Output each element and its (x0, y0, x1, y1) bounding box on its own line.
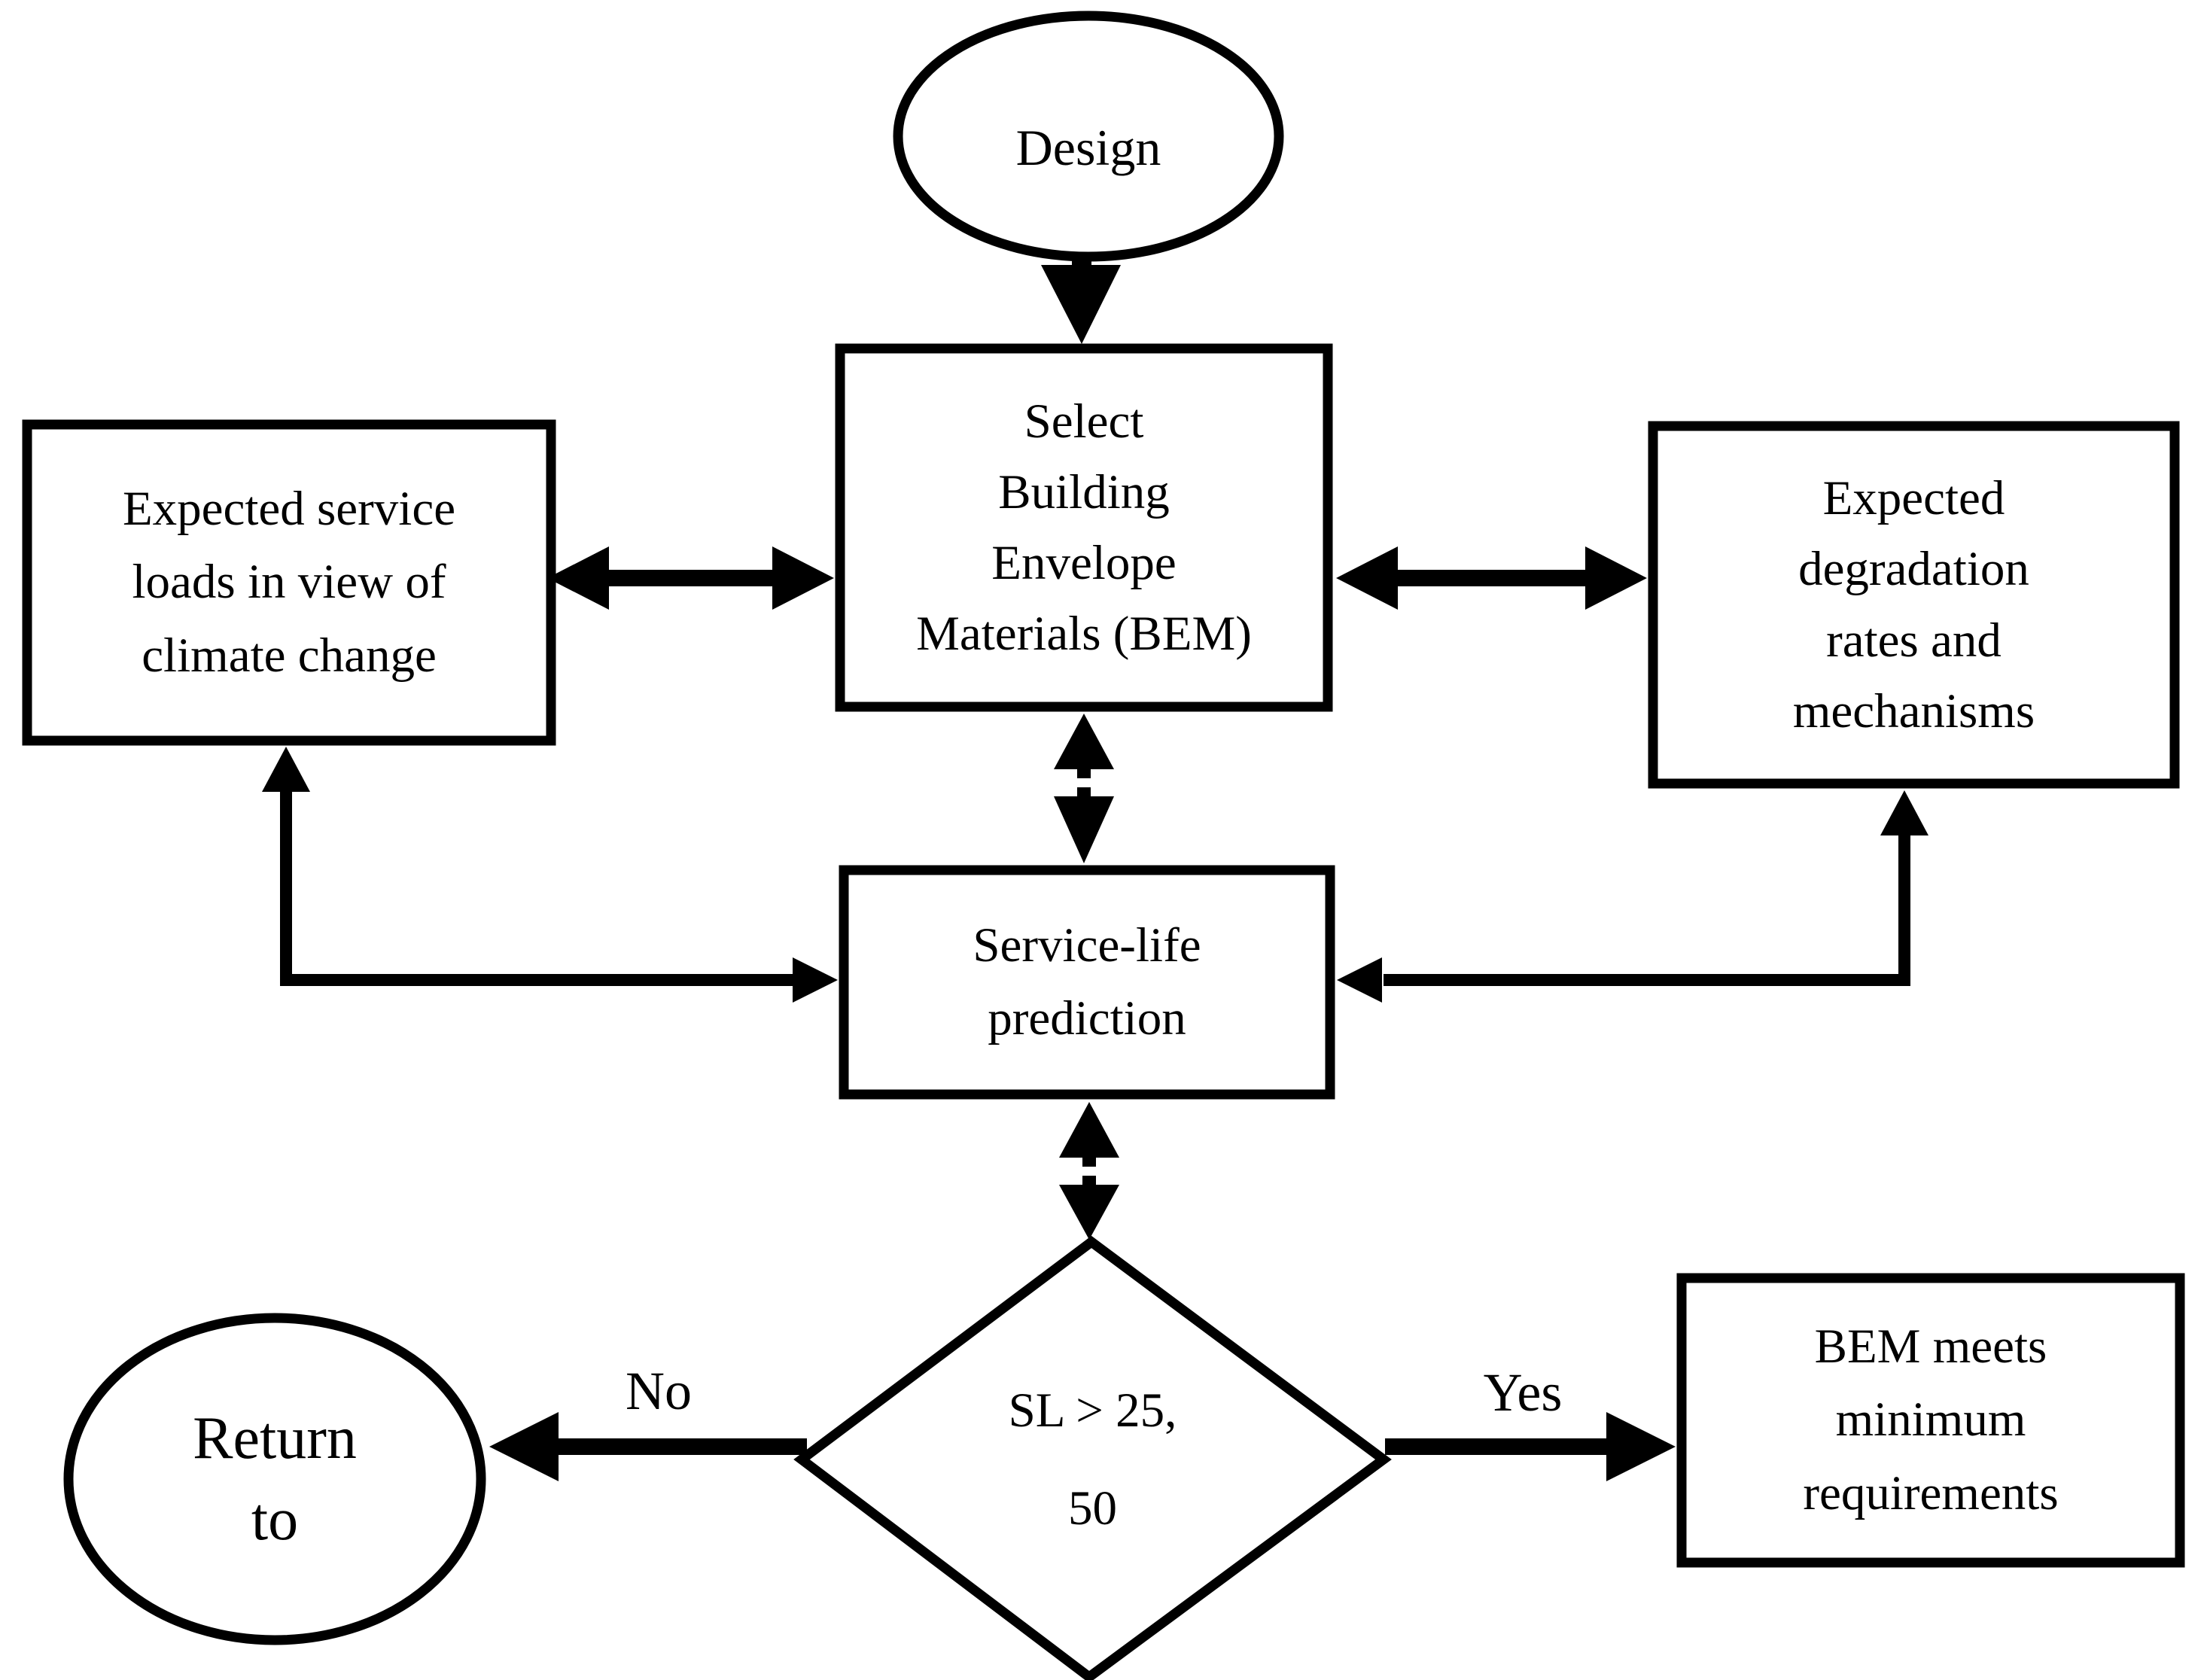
arrowhead-right-icon (793, 957, 838, 1003)
connector-horizontal-line (1384, 974, 1910, 986)
node-service-loads-box (22, 419, 556, 746)
node-decision-diamond (793, 1235, 1392, 1680)
arrow-stem (1082, 1176, 1096, 1186)
connector-vertical-line (1898, 831, 1910, 986)
connector-horizontal-line (280, 974, 799, 986)
arrowhead-up-icon (1054, 714, 1114, 769)
arrowhead-up-icon (1880, 790, 1928, 835)
node-bem-meets-box (1676, 1273, 2185, 1568)
arrowhead-left-icon (489, 1412, 559, 1481)
arrow-stem (1082, 1156, 1096, 1167)
arrow-servicelife-decision-doubleheaded (1059, 1102, 1119, 1240)
arrowhead-right-icon (1606, 1412, 1676, 1481)
arrowhead-left-icon (1337, 957, 1382, 1003)
arrow-shaft (559, 1438, 807, 1455)
arrow-stem (1077, 768, 1091, 778)
node-degradation-box (1648, 421, 2180, 789)
node-return-ellipse (63, 1313, 486, 1645)
arrow-bem-servicelife-doubleheaded (1054, 714, 1114, 863)
arrow-shaft (1385, 1438, 1608, 1455)
arrow-decision-no (489, 1412, 807, 1481)
arrow-loads-bem-doubleheaded (547, 546, 834, 610)
connector-loads-servicelife (262, 747, 838, 1003)
node-service-life-box (839, 865, 1335, 1100)
arrowhead-up-icon (1059, 1102, 1119, 1158)
arrowhead-up-icon (262, 747, 310, 792)
node-select-bem-box (835, 343, 1333, 712)
connector-vertical-line (280, 787, 292, 986)
arrowhead-down-icon (1059, 1185, 1119, 1240)
arrow-design-to-bem (1041, 252, 1121, 344)
arrow-decision-yes (1385, 1412, 1676, 1481)
arrowhead-down-icon (1041, 265, 1121, 344)
connector-degradation-servicelife (1337, 790, 1928, 1003)
node-design-ellipse (893, 11, 1284, 262)
arrow-stem (1077, 787, 1091, 798)
arrow-bem-degradation-doubleheaded (1336, 546, 1647, 610)
arrowhead-down-icon (1054, 796, 1114, 863)
